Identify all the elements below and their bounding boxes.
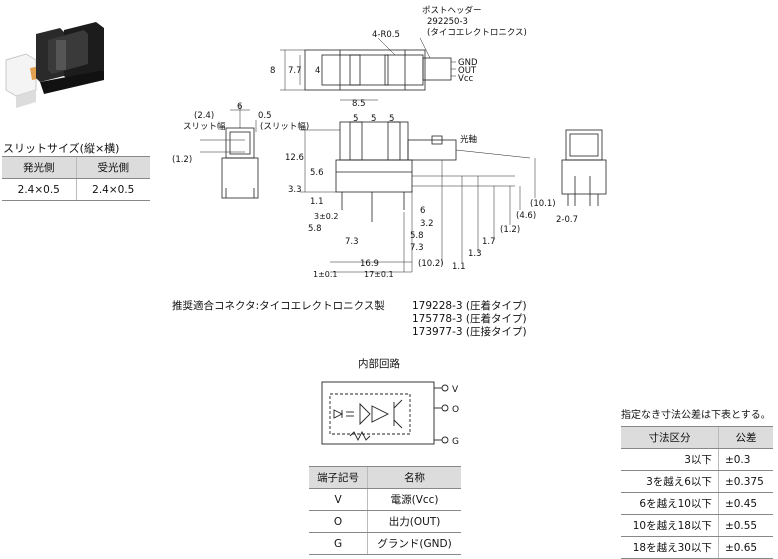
dim-5-8-a: 5.8: [308, 224, 322, 234]
tolerance-range: 10を越え18以下: [621, 514, 719, 537]
dim-5-c: 5: [389, 114, 394, 124]
terminal-symbol: V: [309, 488, 368, 511]
circuit-terminal-v: V: [452, 385, 459, 395]
dim-2-0-7: 2-0.7: [556, 215, 578, 225]
dim-17-tol: 17±0.1: [364, 270, 394, 279]
terminal-header-symbol: 端子記号: [309, 466, 368, 489]
tolerance-range: 3を越え6以下: [621, 470, 719, 493]
circuit-terminal-o: O: [452, 405, 459, 415]
slit-size-table: 発光側 受光側 2.4×0.5 2.4×0.5: [2, 156, 150, 201]
tolerance-value: ±0.65: [717, 536, 773, 559]
slit-width-label-right: (スリット幅): [260, 121, 309, 132]
tolerance-header-range: 寸法区分: [621, 426, 719, 449]
tolerance-value: ±0.3: [717, 448, 773, 471]
dim-1-2-b: (1.2): [500, 225, 520, 235]
tolerance-table: 寸法区分 公差 3以下 ±0.3 3を越え6以下 ±0.375 6を越え10以下…: [621, 426, 773, 559]
tolerance-range: 6を越え10以下: [621, 492, 719, 515]
dim-6: 6: [420, 206, 425, 216]
post-header-part: 292250-3: [427, 17, 468, 27]
dim-8-5: 8.5: [352, 99, 366, 109]
dim-1-2: (1.2): [172, 155, 192, 165]
dim-8: 8: [270, 66, 275, 76]
terminal-symbol: G: [309, 532, 368, 555]
tolerance-value: ±0.45: [717, 492, 773, 515]
dim-5-6: 5.6: [310, 168, 324, 178]
dim-1-1: 1.1: [310, 197, 324, 207]
dimension-drawing: ポストヘッダー 292250-3 (タイコエレクトロニクス) 4-R0.5 8 …: [172, 5, 607, 279]
internal-circuit-diagram: V O G: [321, 381, 459, 447]
table-row: 3を越え6以下 ±0.375: [621, 470, 773, 493]
dim-12-6: 12.6: [285, 153, 304, 163]
dim-1-1-b: 1.1: [452, 262, 466, 272]
tolerance-range: 18を越え30以下: [621, 536, 719, 559]
tolerance-value: ±0.375: [717, 470, 773, 493]
pin-gnd-label: GND: [458, 58, 478, 68]
slit-size-title: スリットサイズ(縦×横): [3, 142, 120, 155]
terminal-name: グランド(GND): [367, 532, 461, 555]
dim-7-3-b: 7.3: [410, 243, 424, 253]
connector-1: 179228-3 (圧着タイプ): [412, 300, 527, 312]
circuit-title: 内部回路: [358, 358, 400, 370]
dim-3-3: 3.3: [288, 185, 302, 195]
dim-7-7: 7.7: [288, 66, 302, 76]
tolerance-range: 3以下: [621, 448, 719, 471]
radius-label: 4-R0.5: [372, 30, 400, 40]
connector-2: 175778-3 (圧着タイプ): [412, 313, 527, 325]
terminal-name: 出力(OUT): [367, 510, 461, 533]
slit-value-emitter: 2.4×0.5: [2, 178, 76, 201]
dim-1-7: 1.7: [482, 237, 496, 247]
dim-7-3-a: 7.3: [345, 237, 359, 247]
slit-header-emitter: 発光側: [2, 156, 76, 179]
circuit-terminal-g: G: [452, 437, 459, 447]
slit-value-receiver: 2.4×0.5: [75, 178, 150, 201]
table-row: V 電源(Vcc): [309, 488, 461, 511]
table-row: 3以下 ±0.3: [621, 448, 773, 471]
table-row: 6を越え10以下 ±0.45: [621, 492, 773, 515]
dim-2-4: (2.4): [194, 111, 214, 121]
post-header-label: ポストヘッダー: [422, 5, 482, 16]
dim-1-3: 1.3: [468, 249, 482, 259]
dim-4: 4: [315, 66, 320, 76]
dim-5-b: 5: [371, 114, 376, 124]
dim-3-2: 3.2: [420, 219, 434, 229]
tolerance-note: 指定なき寸法公差は下表とする。: [621, 410, 771, 421]
dim-5-8-b: 5.8: [410, 231, 424, 241]
connector-label: 推奨適合コネクタ:タイコエレクトロニクス製: [172, 300, 385, 312]
optical-axis-label: 光軸: [460, 134, 477, 145]
dim-6-top: 6: [237, 102, 242, 112]
terminal-name: 電源(Vcc): [367, 488, 461, 511]
dim-16-9: 16.9: [360, 259, 379, 269]
dim-10-1: (10.1): [530, 199, 556, 209]
dim-3-tol: 3±0.2: [314, 212, 339, 221]
dim-5-a: 5: [353, 114, 358, 124]
table-row: O 出力(OUT): [309, 510, 461, 533]
pin-out-label: OUT: [458, 66, 477, 76]
table-row: G グランド(GND): [309, 532, 461, 555]
table-row: 10を越え18以下 ±0.55: [621, 514, 773, 537]
dim-4-6: (4.6): [516, 211, 536, 221]
terminal-header-name: 名称: [367, 466, 461, 489]
pin-vcc-label: Vcc: [458, 74, 473, 84]
dim-0-5: 0.5: [258, 111, 272, 121]
dim-10-2: (10.2): [418, 259, 444, 269]
tolerance-header-value: 公差: [717, 426, 773, 449]
product-photo: [0, 20, 120, 120]
tolerance-value: ±0.55: [717, 514, 773, 537]
post-header-maker: (タイコエレクトロニクス): [427, 28, 527, 38]
dim-1-tol: 1±0.1: [313, 270, 338, 279]
terminal-symbol: O: [309, 510, 368, 533]
terminal-table: 端子記号 名称 V 電源(Vcc) O 出力(OUT) G グランド(GND): [309, 466, 461, 555]
table-row: 18を越え30以下 ±0.65: [621, 536, 773, 559]
connector-3: 173977-3 (圧接タイプ): [412, 326, 527, 338]
slit-width-label-left: スリット幅: [183, 121, 226, 132]
